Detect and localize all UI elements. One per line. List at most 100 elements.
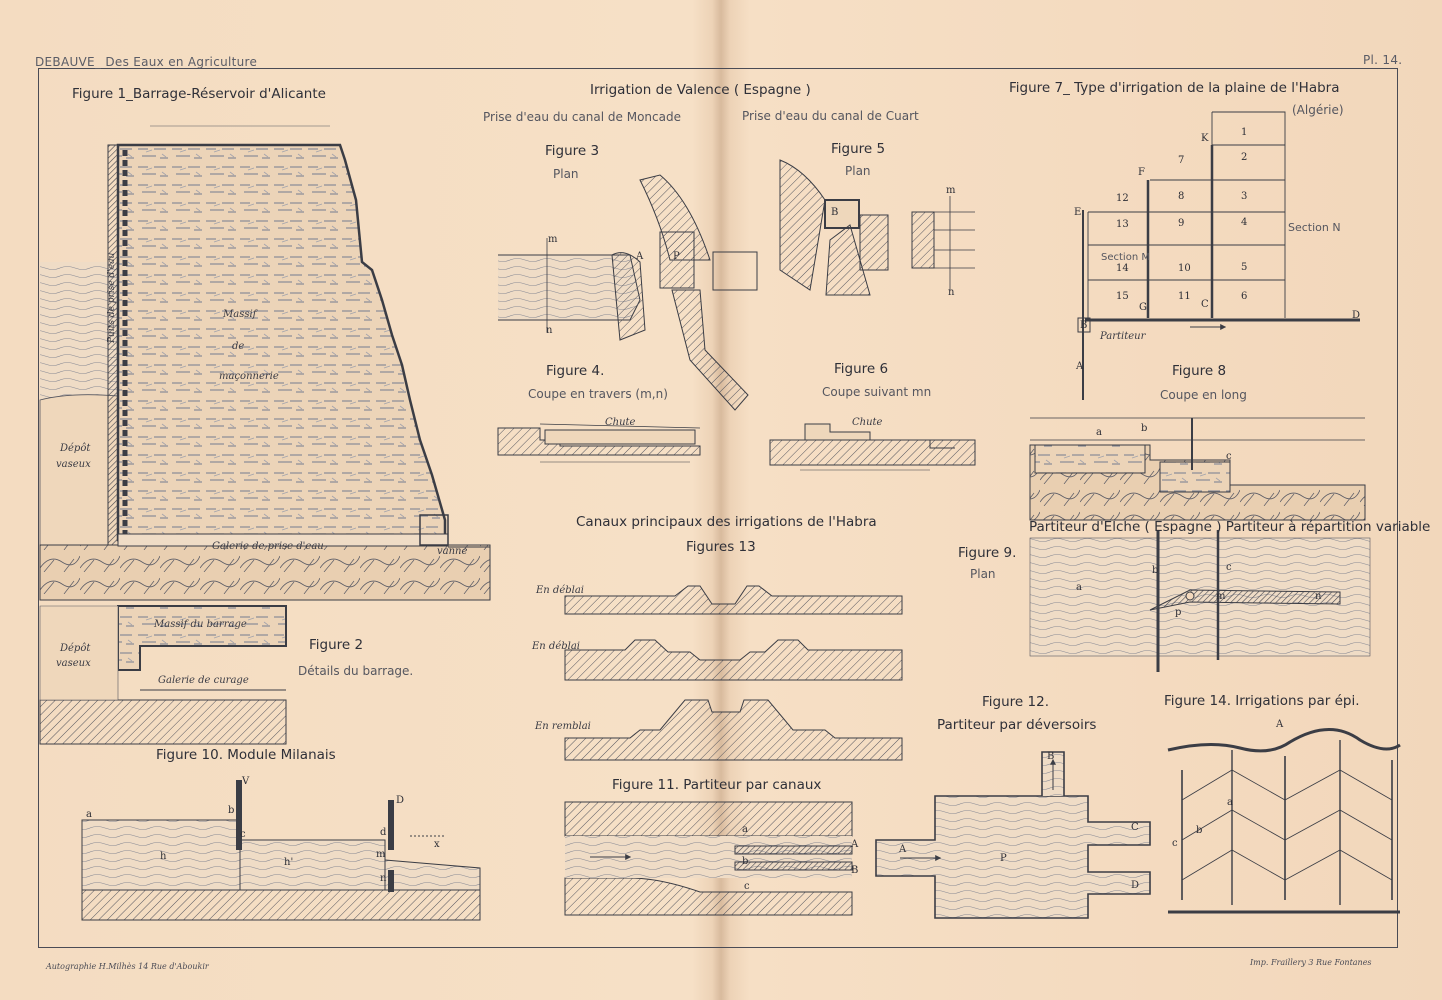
fig7-cell-3: 3 — [1241, 191, 1248, 202]
fig13-subtitle: Figures 13 — [686, 539, 756, 555]
fig11-label-upper-a: A — [851, 839, 859, 850]
fig3-title: Figure 3 — [545, 143, 600, 159]
fig7-cell-8: 8 — [1178, 191, 1185, 202]
fig7-cell-4: 4 — [1241, 217, 1248, 228]
fig7-partiteur-label: Partiteur — [1100, 331, 1146, 342]
fig2-depot-line2: vaseux — [56, 658, 91, 669]
fig9-label-c: c — [1226, 562, 1232, 573]
fig1-galerie-label: Galerie de prise d'eau — [212, 541, 324, 552]
fig12-title: Figure 12. — [982, 694, 1049, 710]
fig6-section-drawing — [769, 423, 976, 471]
fig1-dam-drawing — [39, 125, 491, 601]
fig9-subtitle: Plan — [970, 567, 996, 581]
fig4-title: Figure 4. — [546, 363, 605, 379]
fig8-label-b: b — [1141, 423, 1148, 434]
fig1-massif-line3: maçonnerie — [219, 371, 279, 382]
fig8-longitudinal-drawing — [1029, 417, 1366, 521]
fig9-partiteur-drawing — [1029, 530, 1371, 672]
fig8-label-a: a — [1096, 427, 1102, 438]
fig2-galerie-label: Galerie de curage — [158, 675, 249, 686]
fig13-row3-label: En remblai — [535, 721, 591, 732]
fig1-depot-line1: Dépôt — [60, 443, 91, 454]
fig7-letter-e: E — [1074, 207, 1082, 218]
fig3-label-m: m — [548, 234, 558, 245]
fig7-irrigation-grid — [1077, 111, 1360, 400]
fig13-heading: Canaux principaux des irrigations de l'H… — [576, 514, 877, 530]
fig3-label-p: P — [673, 251, 680, 262]
fig6-title: Figure 6 — [834, 361, 889, 377]
fig14-label-a-upper: A — [1276, 719, 1284, 730]
fig10-label-x: x — [434, 839, 440, 850]
fig3-plan-drawing — [498, 174, 758, 411]
fig3-subtitle: Plan — [553, 167, 579, 181]
fig7-section-m: Section M — [1101, 252, 1150, 263]
fig10-label-a: a — [86, 809, 92, 820]
fig1-depot-line2: vaseux — [56, 459, 91, 470]
fig9-label-p: p — [1175, 607, 1182, 618]
fig13-canal-sections — [564, 585, 903, 761]
fig14-label-b: b — [1196, 825, 1203, 836]
fig14-label-c: c — [1172, 838, 1178, 849]
fig11-label-upper-b: B — [851, 865, 859, 876]
fig5-title: Figure 5 — [831, 141, 886, 157]
fig2-depot-line1: Dépôt — [60, 643, 91, 654]
fig4-chute-label: Chute — [605, 417, 636, 428]
fig8-label-c: c — [1226, 451, 1232, 462]
fig7-letter-g: G — [1139, 302, 1147, 313]
fig1-vanne-label: vanne — [437, 546, 468, 557]
fig10-label-h-prime: h' — [284, 857, 294, 868]
fig10-label-h: h — [160, 851, 167, 862]
fig8-title: Figure 8 — [1172, 363, 1227, 379]
fig2-subtitle: Détails du barrage. — [298, 664, 414, 678]
fig11-label-a: a — [742, 824, 748, 835]
fig4-section-drawing — [497, 423, 701, 463]
fig7-cell-12: 12 — [1116, 193, 1129, 204]
fig7-cell-15: 15 — [1116, 291, 1129, 302]
fig7-letter-b: B — [1080, 320, 1088, 331]
fig7-cell-1: 1 — [1241, 127, 1248, 138]
fig7-letter-c: C — [1201, 299, 1209, 310]
fig9-label-b: b — [1152, 565, 1159, 576]
fig9-title: Figure 9. — [958, 545, 1017, 561]
fig6-chute-label: Chute — [852, 417, 883, 428]
fig12-weir-drawing — [875, 751, 1151, 919]
valence-title: Irrigation de Valence ( Espagne ) — [590, 82, 811, 98]
fig7-cell-5: 5 — [1241, 262, 1248, 273]
fig3-label-a: A — [636, 251, 644, 262]
fig10-label-n: n — [380, 873, 387, 884]
footer-right-credit: Imp. Fraillery 3 Rue Fontanes — [1250, 958, 1372, 967]
fig1-puits-label: Puits de prise d'eau — [107, 252, 117, 343]
fig10-label-c: c — [240, 829, 246, 840]
fig7-subtitle: (Algérie) — [1292, 103, 1344, 117]
fig5-label-m: m — [946, 185, 956, 196]
fig10-module-drawing — [81, 780, 481, 921]
fig13-row1-label: En déblai — [536, 585, 584, 596]
fig5-subtitle: Plan — [845, 164, 871, 178]
fig7-title: Figure 7_ Type d'irrigation de la plaine… — [1009, 80, 1340, 96]
fig12-label-a: A — [899, 844, 907, 855]
fig5-label-n: n — [948, 287, 955, 298]
fig7-cell-6: 6 — [1241, 291, 1248, 302]
fig7-cell-10: 10 — [1178, 263, 1191, 274]
plate-frame — [38, 68, 1398, 948]
fig9-label-m: m — [1216, 591, 1226, 602]
fig1-title: Figure 1_Barrage-Réservoir d'Alicante — [72, 86, 326, 102]
fig7-cell-2: 2 — [1241, 152, 1248, 163]
fig7-section-n: Section N — [1288, 221, 1341, 234]
fig12-label-p: P — [1000, 853, 1007, 864]
fig7-cell-14: 14 — [1116, 263, 1129, 274]
fig6-subtitle: Coupe suivant mn — [822, 385, 932, 399]
fig7-cell-9: 9 — [1178, 218, 1185, 229]
fig10-label-d-lower: d — [380, 827, 387, 838]
fig10-label-b: b — [228, 805, 235, 816]
fig7-letter-d: D — [1352, 310, 1361, 321]
fig12-label-d: D — [1131, 880, 1140, 891]
fig10-title: Figure 10. Module Milanais — [156, 747, 336, 763]
fig7-letter-k: K — [1201, 133, 1209, 144]
fig11-label-b: b — [742, 856, 749, 867]
fig8-subtitle: Coupe en long — [1160, 388, 1247, 402]
valence-moncade-subtitle: Prise d'eau du canal de Moncade — [483, 110, 681, 124]
fig11-label-c: c — [744, 881, 750, 892]
fig14-epi-drawing — [1167, 728, 1401, 914]
